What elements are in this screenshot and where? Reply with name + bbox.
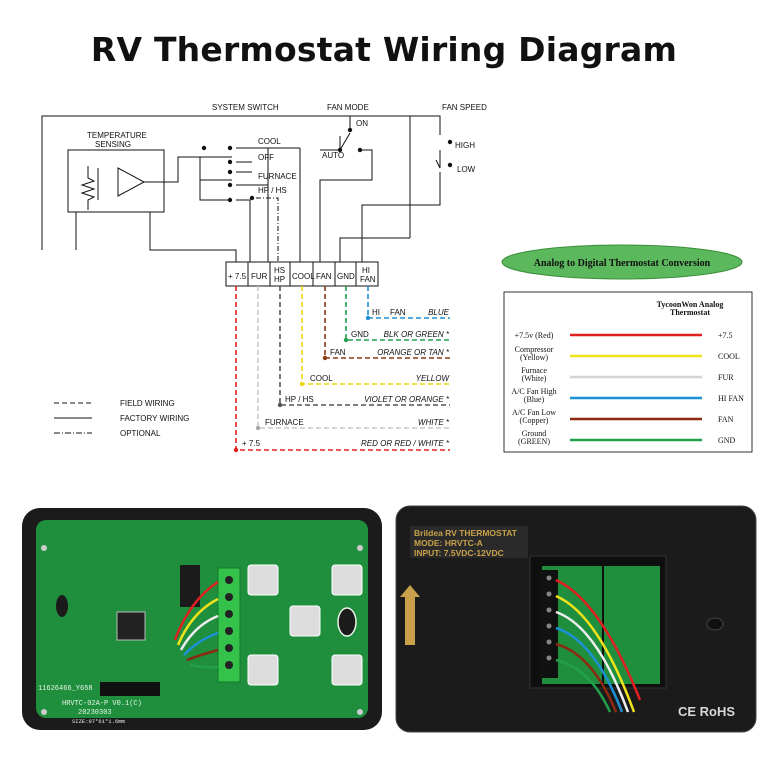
table-row-label-sub: (Copper) <box>520 416 549 425</box>
wire-label-hphs: HP / HS <box>285 395 314 404</box>
pcb-board-id: 11626466_Y658 <box>38 685 93 693</box>
table-row-label-sub: (Blue) <box>524 395 545 404</box>
auto-label: AUTO <box>322 151 344 160</box>
furnace-switch-label: FURNACE <box>258 172 297 181</box>
fan-speed-label: FAN SPEED <box>442 103 487 112</box>
table-row-label: Ground <box>522 429 546 438</box>
wire-color-yellow: YELLOW <box>416 374 451 383</box>
legend-factory: FACTORY WIRING <box>120 414 189 423</box>
terminal-gnd: GND <box>337 272 355 281</box>
terminal-hi: HI <box>362 266 370 275</box>
wire-color-red: RED OR RED / WHITE * <box>361 439 450 448</box>
cool-switch-label: COOL <box>258 137 281 146</box>
table-row-label: Furnace <box>521 366 547 375</box>
table-row-label: +7.5v (Red) <box>515 331 554 340</box>
wire-color-green: BLK OR GREEN * <box>384 330 450 339</box>
table-row-value: GND <box>718 436 736 445</box>
table-row-value: COOL <box>718 352 740 361</box>
wire-label-fan: FAN <box>390 308 406 317</box>
terminal-fur: FUR <box>251 272 268 281</box>
on-label: ON <box>356 119 368 128</box>
pcb-size: SIZE:97*61*1.6mm <box>72 718 126 725</box>
table-header-2: Thermostat <box>670 308 710 317</box>
wire-color-orange: ORANGE OR TAN * <box>377 348 450 357</box>
plate-line-2: MODE: HRVTC-A <box>414 538 483 548</box>
wire-violet <box>279 286 450 406</box>
back-case-photo: Brildea RV THERMOSTAT MODE: HRVTC-A INPU… <box>395 505 757 733</box>
temp-sensing-label-2: SENSING <box>95 140 131 149</box>
table-row-label: Compressor <box>515 345 554 354</box>
table-row-value: FUR <box>718 373 734 382</box>
terminal-plus75: + 7.5 <box>228 272 247 281</box>
wire-color-white: WHITE * <box>418 418 450 427</box>
wire-green <box>345 286 450 341</box>
pcb-photo: 11626466_Y658 HRVTC-02A-P V0.1(C) 202303… <box>22 508 382 730</box>
hphs-switch-label: HP / HS <box>258 186 287 195</box>
wire-label-gnd: GND <box>351 330 369 339</box>
wire-color-blue: BLUE <box>428 308 450 317</box>
wire-label-cool: COOL <box>310 374 333 383</box>
table-row-label-sub: (White) <box>522 374 547 383</box>
table-header-1: TycoonWon Analog <box>657 300 724 309</box>
table-row-label-sub: (Yellow) <box>520 353 548 362</box>
wire-label-fan2: FAN <box>330 348 346 357</box>
wire-label-plus75: + 7.5 <box>242 439 261 448</box>
plate-line-1: Brildea RV THERMOSTAT <box>414 528 518 538</box>
conversion-badge <box>501 244 743 280</box>
terminal-cool: COOL <box>292 272 315 281</box>
pcb-model: HRVTC-02A-P V0.1(C) <box>62 700 142 708</box>
wire-label-hi: HI <box>372 308 380 317</box>
fan-mode-label: FAN MODE <box>327 103 369 112</box>
table-row-value: +7.5 <box>718 331 733 340</box>
table-row-label-sub: (GREEN) <box>518 437 550 446</box>
low-label: LOW <box>457 165 476 174</box>
page-title: RV Thermostat Wiring Diagram <box>90 30 678 69</box>
table-row-value: HI FAN <box>718 394 744 403</box>
table-row-label: A/C Fan Low <box>512 408 556 417</box>
system-switch-label: SYSTEM SWITCH <box>212 103 279 112</box>
high-label: HIGH <box>455 141 475 150</box>
conversion-table <box>503 291 753 453</box>
terminal-hs: HS <box>274 266 285 275</box>
temp-sensing-label-1: TEMPERATURE <box>87 131 147 140</box>
wire-color-violet: VIOLET OR ORANGE * <box>364 395 450 404</box>
wire-label-furnace: FURNACE <box>265 418 304 427</box>
terminal-block: + 7.5 FUR HS HP COOL FAN GND HI FAN <box>225 261 379 287</box>
table-row-label: A/C Fan High <box>511 387 556 396</box>
legend-field: FIELD WIRING <box>120 399 175 408</box>
conversion-badge-text: Analog to Digital Thermostat Conversion <box>534 258 711 269</box>
terminal-hp: HP <box>274 275 285 284</box>
pcb-date: 20230303 <box>78 709 112 717</box>
terminal-hifan: FAN <box>360 275 376 284</box>
wire-white <box>257 286 450 429</box>
terminal-fan: FAN <box>316 272 332 281</box>
wiring-legend: FIELD WIRING FACTORY WIRING OPTIONAL <box>54 399 189 438</box>
ce-rohs-mark: CE RoHS <box>678 704 735 719</box>
legend-optional: OPTIONAL <box>120 429 161 438</box>
plate-line-3: INPUT: 7.5VDC-12VDC <box>414 548 504 558</box>
off-switch-label: OFF <box>258 153 274 162</box>
table-row-value: FAN <box>718 415 734 424</box>
